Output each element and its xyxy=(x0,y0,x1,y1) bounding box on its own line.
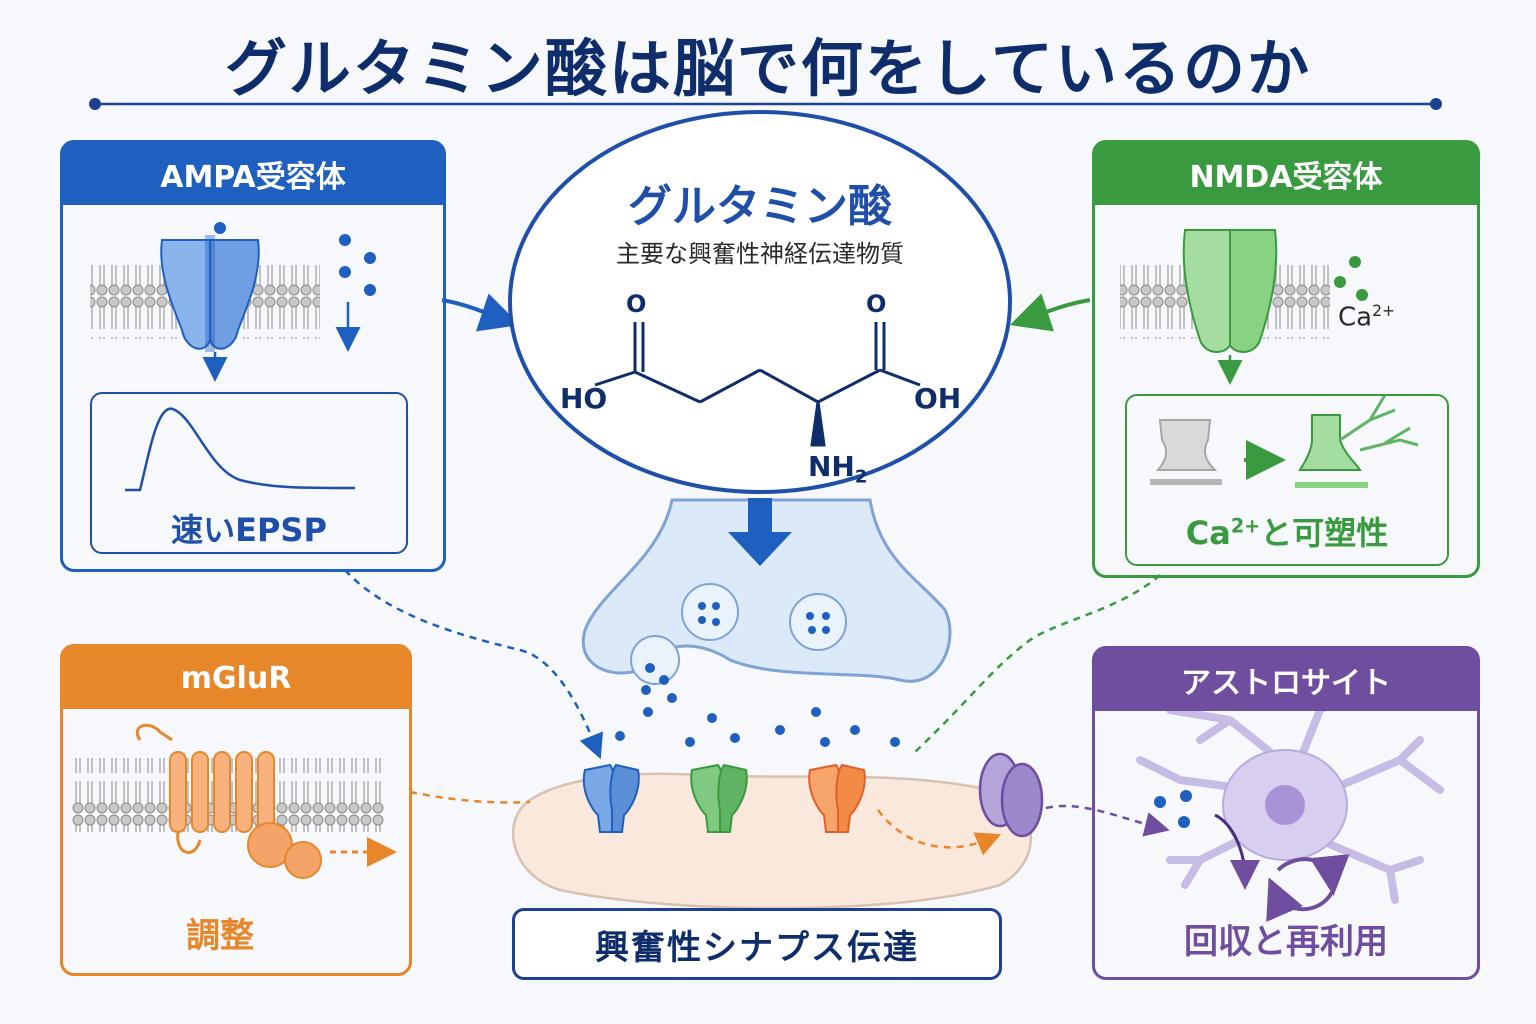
gpcr-icon xyxy=(136,723,397,879)
ampa-to-center-arrow xyxy=(441,293,521,332)
page-title: グルタミン酸は脳で何をしているのか xyxy=(224,32,1312,105)
mglur-panel: mGluR xyxy=(60,644,412,976)
mglur-caption: 調整 xyxy=(186,916,254,956)
glutamate-release-dots xyxy=(615,663,900,747)
ampa-receptor-postsynaptic xyxy=(582,763,640,833)
mglur-to-astro-dashed xyxy=(876,809,1002,856)
ampa-panel: AMPA受容体 xyxy=(60,140,446,572)
ampa-title: AMPA受容体 xyxy=(160,160,346,195)
calcium-label-charge: 2+ xyxy=(1372,302,1396,320)
glutamate-subtitle: 主要な興奮性神経伝達物質 xyxy=(616,240,904,268)
mglur-receptor-postsynaptic xyxy=(808,763,866,833)
astrocyte-icon xyxy=(1136,686,1444,922)
synapse-label: 興奮性シナプス伝達 xyxy=(595,927,919,968)
ampa-ions xyxy=(335,234,376,352)
synaptic-vesicles xyxy=(630,583,847,685)
atom-o-left: O xyxy=(626,290,647,318)
calcium-label: Ca2+ xyxy=(1338,302,1395,333)
astrocyte-title: アストロサイト xyxy=(1181,666,1391,701)
atom-nh2: NH2 xyxy=(808,450,867,488)
presynaptic-terminal xyxy=(581,498,952,683)
mglur-panel-header: mGluR xyxy=(63,647,409,709)
nmda-dashed-connector xyxy=(914,574,1161,753)
synapse-label-box: 興奮性シナプス伝達 xyxy=(512,908,1002,980)
astrocyte-caption: 回収と再利用 xyxy=(1184,922,1388,962)
nmda-plasticity-box xyxy=(1125,394,1449,566)
glutamate-transporter xyxy=(978,752,1044,838)
release-arrow xyxy=(728,498,792,566)
transporter-to-astro-dashed xyxy=(1045,804,1170,837)
plasticity-icon xyxy=(1150,394,1419,488)
glutamate-structure xyxy=(594,322,921,447)
atom-nh-subscript: 2 xyxy=(854,466,868,488)
atom-oh: OH xyxy=(914,382,962,415)
epsp-trace xyxy=(125,407,356,492)
nmda-caption-ion: Ca xyxy=(1185,514,1231,552)
glutamate-bubble xyxy=(508,110,1012,494)
ampa-dashed-connector xyxy=(344,569,604,760)
atom-ho: HO xyxy=(560,382,608,415)
glutamate-name: グルタミン酸 xyxy=(628,181,892,232)
nmda-title: NMDA受容体 xyxy=(1189,160,1383,195)
nmda-caption-text: と可塑性 xyxy=(1260,514,1389,552)
atom-o-right: O xyxy=(866,290,887,318)
mglur-title: mGluR xyxy=(180,660,292,696)
astrocyte-panel-header: アストロサイト xyxy=(1095,649,1477,711)
nmda-receptor-postsynaptic xyxy=(690,763,748,833)
ampa-channel-icon xyxy=(160,222,260,382)
nmda-panel: NMDA受容体 xyxy=(1092,140,1480,578)
nmda-to-center-arrow xyxy=(1009,293,1091,332)
mglur-dashed-connector xyxy=(409,790,531,804)
atom-nh-label: NH xyxy=(808,450,855,483)
ampa-epsp-box xyxy=(90,392,408,554)
nmda-panel-header: NMDA受容体 xyxy=(1095,143,1477,205)
calcium-label-text: Ca xyxy=(1338,302,1373,333)
nmda-channel-icon xyxy=(1182,229,1278,385)
nmda-caption: Ca2+と可塑性 xyxy=(1125,508,1449,554)
nmda-caption-charge: 2+ xyxy=(1230,514,1261,538)
ampa-caption: 速いEPSP xyxy=(171,511,327,549)
calcium-ions xyxy=(1334,256,1368,301)
astrocyte-panel: アストロサイト xyxy=(1092,646,1480,980)
ampa-panel-header: AMPA受容体 xyxy=(63,143,443,205)
title-divider xyxy=(89,98,1442,110)
